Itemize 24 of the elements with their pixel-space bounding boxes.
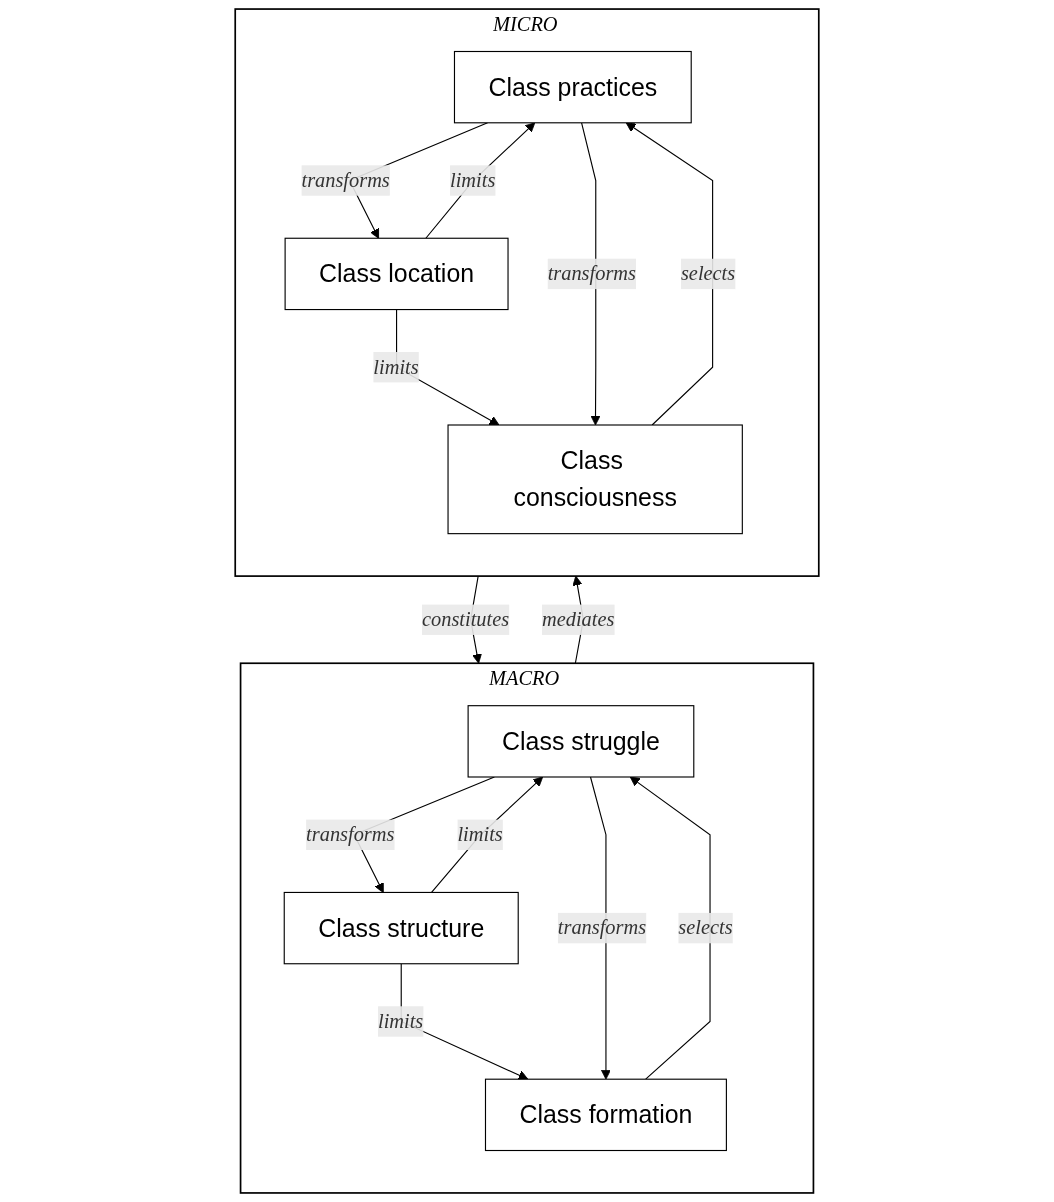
edge-label: limits [373, 355, 419, 379]
edge-label: constitutes [421, 607, 510, 631]
node-box: Class structure [283, 891, 519, 965]
arrow [431, 776, 544, 893]
edge-label: transforms [557, 916, 647, 939]
arrow [425, 122, 536, 239]
arrow [581, 122, 601, 426]
edge-label: mediates [542, 607, 615, 631]
node-box: Class consciousness [447, 424, 743, 535]
edge-label: transforms [547, 262, 636, 285]
edge-label: limits [450, 168, 496, 192]
edge-label: transforms [306, 822, 395, 846]
node-box: Class struggle [467, 705, 695, 778]
arrow [589, 776, 611, 1080]
arrow [625, 122, 714, 426]
edge-label: transforms [301, 168, 390, 192]
edge-label: limits [378, 1009, 424, 1033]
arrow [629, 776, 711, 1080]
edge-label: selects [678, 916, 733, 939]
node-box: Class practices [453, 50, 692, 124]
node-box: Class location [284, 237, 509, 311]
edge-label: selects [680, 262, 736, 285]
edge-label: limits [457, 822, 503, 846]
node-box: Class formation [484, 1078, 727, 1152]
